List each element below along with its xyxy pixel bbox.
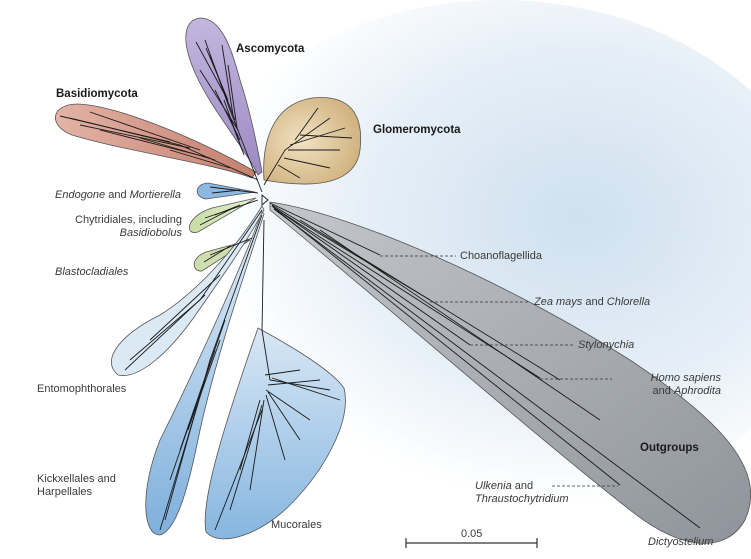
label-chlorella: Chlorella (606, 296, 651, 308)
leader-lines (380, 255, 618, 487)
label-kickxellales: Kickxellales and Harpellales (37, 473, 116, 499)
label-aphrodita: Aphrodita (673, 385, 721, 397)
label-endogone-genus: Endogone (55, 189, 106, 201)
label-dictyostelium: Dictyostelium (648, 536, 714, 548)
label-blastocladiales: Blastocladiales (55, 266, 129, 278)
label-chytridiales-line1: Chytridiales, including (75, 214, 182, 226)
glomeromycota-clade (263, 97, 362, 185)
tree-branches (59, 39, 701, 531)
label-homo-sapiens: Homo sapiens (650, 372, 721, 384)
label-mortierella: Mortierella (129, 189, 181, 201)
label-ulkenia-and: and (511, 480, 534, 492)
label-kickxellales-line2: Harpellales (37, 486, 93, 498)
entomophthorales-clade (110, 205, 265, 376)
label-mucorales: Mucorales (271, 519, 322, 531)
label-choanoflagellida: Choanoflagellida (460, 250, 542, 262)
label-endogone-and: and (105, 189, 130, 201)
label-zea-and: and (582, 296, 607, 308)
ascomycota-clade (185, 17, 263, 176)
label-homo-aphrodita: Homo sapiens and Aphrodita (612, 372, 721, 398)
label-thraustochytridium: Thraustochytridium (475, 493, 569, 505)
label-ascomycota: Ascomycota (236, 43, 305, 55)
label-ulkenia: Ulkenia and Thraustochytridium (475, 480, 569, 506)
label-entomophthorales: Entomophthorales (37, 383, 127, 395)
label-outgroups: Outgroups (640, 442, 699, 454)
label-kickxellales-line1: Kickxellales and (37, 473, 116, 485)
label-stylonychia: Stylonychia (578, 339, 635, 351)
label-basidiomycota: Basidiomycota (56, 88, 138, 100)
scale-bar (405, 538, 538, 548)
label-basidiobolus: Basidiobolus (119, 227, 182, 239)
outgroups-clade (269, 201, 751, 544)
label-ulkenia-genus: Ulkenia (475, 480, 512, 492)
label-homo-and: and (652, 385, 674, 397)
label-chytridiales: Chytridiales, including Basidiobolus (70, 214, 182, 240)
label-glomeromycota: Glomeromycota (373, 124, 461, 136)
label-zea-mays: Zea mays (534, 296, 583, 308)
scale-bar-label: 0.05 (461, 528, 483, 540)
label-endogone: Endogone and Mortierella (55, 189, 181, 202)
label-zea-chlorella: Zea mays and Chlorella (534, 296, 650, 309)
